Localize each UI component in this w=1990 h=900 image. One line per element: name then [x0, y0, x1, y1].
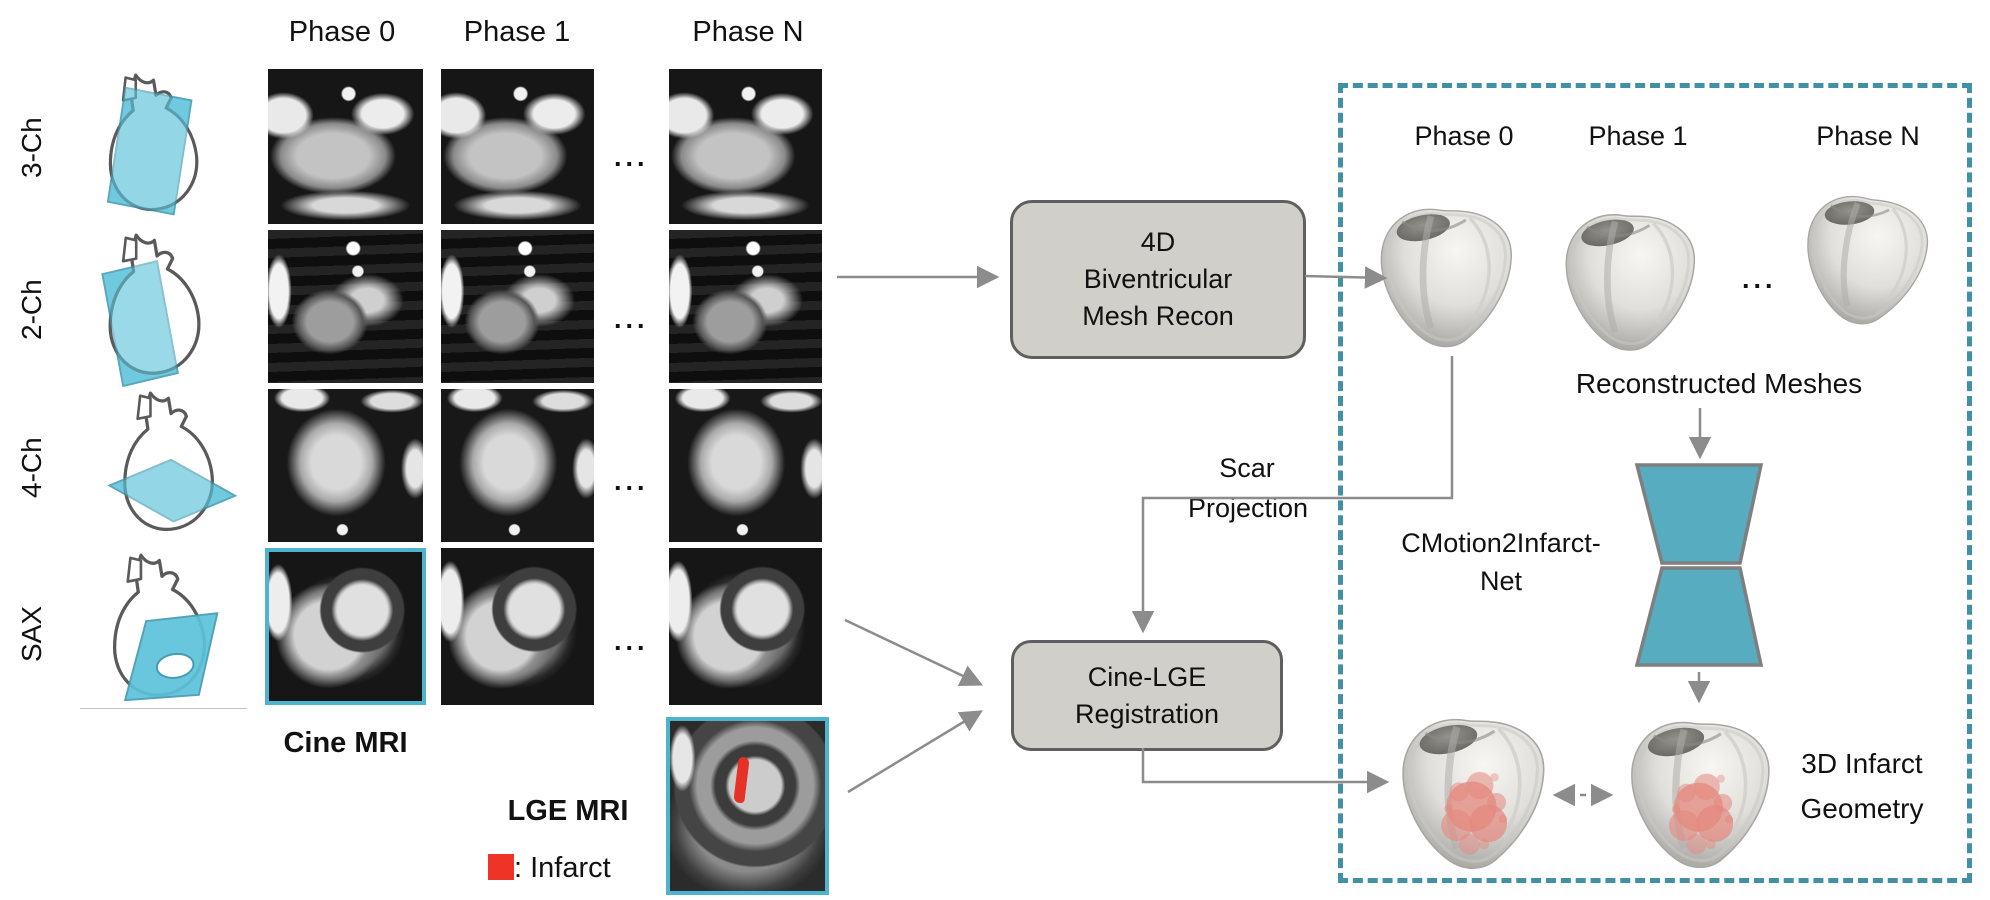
reconstructed-mesh-phaseN	[1797, 190, 1933, 332]
icon-baseline	[80, 708, 247, 709]
mesh-recon-line2: Biventricular	[1083, 264, 1233, 294]
infarct-streak	[733, 756, 750, 804]
mesh-recon-line1: 4D	[1140, 227, 1176, 257]
cine-image-3ch-phase0	[268, 69, 423, 224]
col-header-phase1: Phase 1	[463, 16, 571, 48]
cine-image-sax-phase0-highlighted	[265, 548, 426, 705]
result-header-phaseN: Phase N	[1816, 121, 1920, 151]
scar-projection-label-line2: Projection	[1187, 493, 1309, 523]
cine-image-3ch-phaseN	[669, 69, 822, 224]
arrow-sax-to-registration	[844, 618, 984, 686]
registration-line2: Registration	[1074, 698, 1220, 729]
infarct-mesh-left	[1394, 709, 1551, 879]
infarct-geometry-caption-line2: Geometry	[1800, 793, 1924, 824]
cine-image-3ch-phase1	[441, 69, 594, 224]
row-label-4ch: 4-Ch	[16, 437, 47, 498]
reconstructed-mesh-phase1	[1558, 205, 1701, 360]
cine-image-2ch-phaseN	[669, 230, 822, 383]
cine-image-2ch-phase0	[268, 230, 423, 383]
network-name-line2: Net	[1479, 566, 1523, 596]
slice-plane-icon-4ch	[107, 388, 238, 542]
row-label-2ch: 2-Ch	[16, 279, 47, 340]
infarct-color-swatch	[488, 854, 514, 880]
infarct-geometry-caption-line1: 3D Infarct	[1801, 748, 1923, 779]
infarct-legend-label: : Infarct	[514, 852, 611, 884]
cine-mri-caption: Cine MRI	[283, 727, 408, 759]
arrow-lge-to-registration	[847, 710, 983, 794]
lge-mri-caption: LGE MRI	[507, 795, 629, 827]
registration-box: Cine-LGE Registration	[1011, 640, 1283, 751]
reconstructed-meshes-caption: Reconstructed Meshes	[1575, 368, 1863, 399]
result-header-phase0: Phase 0	[1414, 121, 1514, 151]
row-label-sax: SAX	[16, 605, 47, 662]
mesh-recon-box: 4D Biventricular Mesh Recon	[1010, 200, 1306, 359]
scar-projection-label-line1: Scar	[1219, 453, 1275, 483]
reconstructed-mesh-phase0	[1373, 200, 1518, 356]
cine-image-sax-phase1	[441, 548, 594, 705]
ellipsis-3ch: ...	[614, 142, 649, 172]
ellipsis-4ch: ...	[614, 466, 649, 496]
network-name-line1: CMotion2Infarct-	[1401, 528, 1601, 558]
mesh-recon-line3: Mesh Recon	[1082, 301, 1234, 331]
col-header-phase0: Phase 0	[288, 16, 396, 48]
cine-image-4ch-phaseN	[669, 389, 822, 542]
cine-image-4ch-phase0	[268, 389, 423, 542]
cine-image-2ch-phase1	[441, 230, 594, 383]
slice-plane-icon-3ch	[106, 70, 226, 216]
ellipsis-meshes: ...	[1742, 264, 1777, 294]
row-label-3ch: 3-Ch	[16, 117, 47, 178]
cine-image-sax-phaseN	[669, 548, 822, 705]
slice-plane-icon-sax	[82, 550, 219, 702]
ellipsis-2ch: ...	[614, 304, 649, 334]
cine-image-4ch-phase1	[441, 389, 594, 542]
result-header-phase1: Phase 1	[1588, 121, 1688, 151]
registration-line1: Cine-LGE	[1087, 661, 1207, 692]
lge-image	[666, 717, 829, 895]
infarct-mesh-right	[1623, 709, 1776, 881]
slice-plane-icon-2ch	[101, 230, 222, 388]
col-header-phaseN: Phase N	[692, 16, 804, 48]
infarct-legend: : Infarct	[488, 852, 611, 885]
ellipsis-sax: ...	[614, 626, 649, 656]
